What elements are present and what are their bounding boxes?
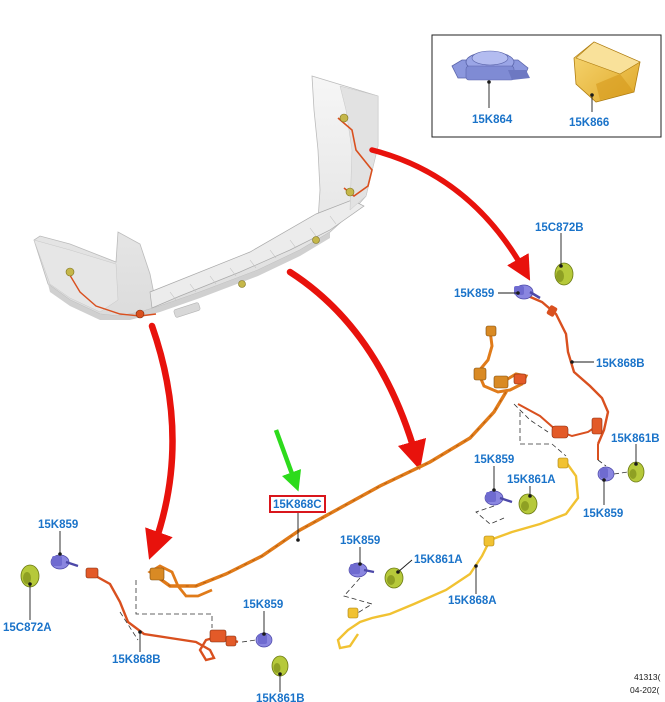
parking-aid-module-icon: [573, 41, 641, 103]
label-15K859-mid: 15K859: [474, 454, 514, 466]
sensor-left-icon: [50, 554, 79, 570]
parking-aid-speaker-icon: [451, 50, 530, 81]
arrow-to-right-harness: [369, 147, 531, 281]
grommet-center-icon: [384, 567, 404, 589]
label-15K864: 15K864: [472, 114, 513, 126]
label-15K868C: 15K868C: [273, 499, 322, 511]
footer-date: 04-202(: [630, 685, 659, 695]
sensor-right-lower-icon: [597, 466, 615, 482]
label-15K859-right: 15K859: [583, 508, 623, 520]
rear-bumper: [33, 75, 379, 320]
grommet-left-icon: [20, 564, 40, 588]
label-15K861B-right: 15K861B: [611, 433, 660, 445]
grommet-center-right-icon: [518, 493, 538, 515]
inset-panel: 15K864 15K866: [431, 34, 662, 138]
sensor-center-right-icon: [484, 490, 513, 506]
grommet-top-right-icon: [554, 262, 574, 286]
yellow-harness: [336, 457, 580, 650]
label-15K866: 15K866: [569, 117, 609, 129]
label-15K859-center: 15K859: [340, 535, 380, 547]
arrow-to-left-harness: [145, 322, 176, 560]
label-15K861B-bottom: 15K861B: [256, 693, 305, 702]
main-harness: [147, 325, 529, 598]
highlight-box-15K868C: [269, 495, 326, 513]
label-15K868B-right: 15K868B: [596, 358, 645, 370]
label-15K861A-mid: 15K861A: [507, 474, 556, 486]
footer-ref: 41313(: [634, 672, 661, 682]
label-15K868A: 15K868A: [448, 595, 497, 607]
left-harness: [85, 567, 239, 662]
label-15K859-left: 15K859: [38, 519, 78, 531]
arrow-to-center-harness: [286, 268, 427, 471]
sensor-center-icon: [348, 562, 375, 578]
callout-arrows: [145, 147, 531, 560]
label-15C872A: 15C872A: [3, 622, 52, 634]
label-15K861A-center: 15K861A: [414, 554, 463, 566]
green-pointer-arrow: [273, 429, 302, 492]
leader-lines: [28, 233, 638, 692]
label-15K859-top: 15K859: [454, 288, 494, 300]
right-harness: [517, 294, 610, 460]
label-15K868B-left: 15K868B: [112, 654, 161, 666]
label-15C872B-top: 15C872B: [535, 222, 584, 234]
sensor-top-right-icon: [514, 284, 541, 300]
label-15K859-bottom: 15K859: [243, 599, 283, 611]
